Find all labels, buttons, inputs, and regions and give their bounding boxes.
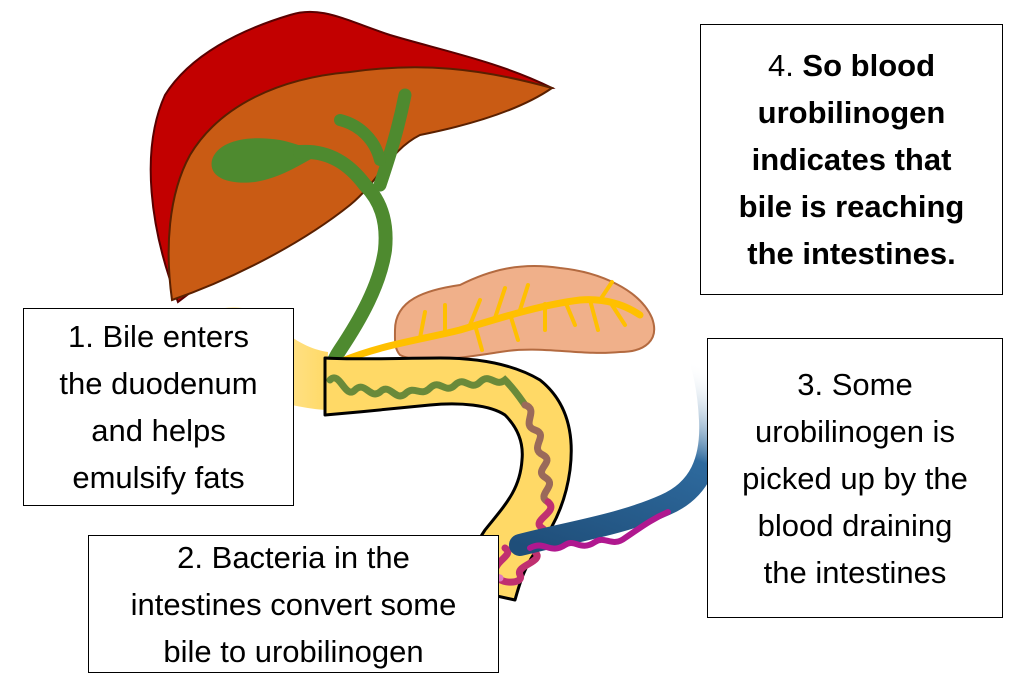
caption-step-4-line: bile is reaching xyxy=(738,189,965,224)
gallbladder xyxy=(211,138,318,183)
liver xyxy=(149,10,556,304)
bile-duct-system xyxy=(211,88,412,385)
caption-step-2: 2. Bacteria in the intestines convert so… xyxy=(88,535,499,673)
caption-step-3: 3. Some urobilinogen is picked up by the… xyxy=(707,338,1003,618)
caption-step-1: 1. Bile enters the duodenum and helps em… xyxy=(23,308,294,506)
bile-transition-wiggle xyxy=(521,401,553,506)
caption-step-4-line-first: 4. So blood xyxy=(739,42,965,89)
caption-step-1-line: emulsify fats xyxy=(72,460,245,495)
caption-step-1-line: 1. Bile enters xyxy=(68,319,249,354)
caption-step-3-line: blood draining xyxy=(757,507,953,543)
caption-step-4: 4. So blood urobilinogen indicates that … xyxy=(700,24,1003,295)
blood-vessel xyxy=(509,309,722,556)
caption-step-3-line: 3. Some xyxy=(797,366,913,402)
caption-step-3-line: the intestines xyxy=(763,554,947,590)
pancreas xyxy=(336,265,656,366)
caption-step-4-line: So blood xyxy=(802,48,936,83)
caption-step-2-line: intestines convert some xyxy=(130,586,457,622)
caption-step-3-line: picked up by the xyxy=(742,460,968,496)
urobilinogen-in-blood xyxy=(527,509,671,552)
caption-step-2-line: bile to urobilinogen xyxy=(163,633,424,669)
caption-step-2-line: 2. Bacteria in the xyxy=(177,539,410,575)
caption-step-4-line: indicates that xyxy=(751,142,952,177)
bile-duct xyxy=(293,144,393,385)
bile-wiggle xyxy=(326,374,529,409)
hepatic-duct-branch xyxy=(334,114,386,166)
caption-step-4-line: the intestines. xyxy=(747,236,956,271)
caption-step-4-line: urobilinogen xyxy=(757,95,946,130)
mesenteric-vein xyxy=(509,309,722,556)
caption-step-4-prefix: 4. xyxy=(767,48,803,83)
pancreatic-duct-branches xyxy=(418,280,627,352)
pancreatic-duct xyxy=(336,296,644,366)
hepatic-duct xyxy=(373,88,412,192)
caption-step-1-line: the duodenum xyxy=(59,366,258,401)
duodenum xyxy=(323,356,573,602)
caption-step-1-line: and helps xyxy=(91,413,226,448)
caption-step-3-line: urobilinogen is xyxy=(755,413,955,449)
